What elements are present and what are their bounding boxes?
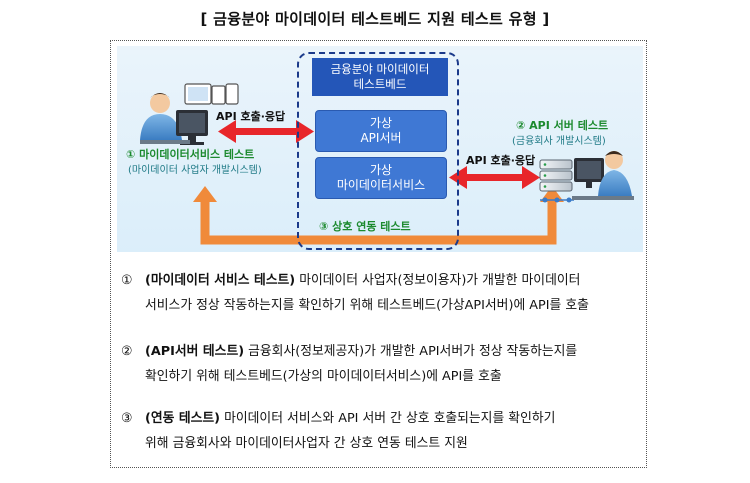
- testbed-header-line1: 금융분야 마이데이터: [330, 62, 430, 76]
- virtual-api-server-line2: API서버: [360, 131, 402, 145]
- description-text: 확인하기 위해 테스트베드(가상의 마이데이터서비스)에 API를 호출: [145, 369, 502, 384]
- api-server-test-label: ② API 서버 테스트: [516, 119, 609, 132]
- virtual-mydata-service-line1: 가상: [369, 163, 393, 177]
- interop-test-label: ③ 상호 연동 테스트: [319, 220, 411, 233]
- description-item-2: ② (API서버 테스트) 금융회사(정보제공자)가 개발한 API서버가 정상…: [121, 339, 636, 389]
- service-test-sublabel: (마이데이터 사업자 개발시스템): [128, 165, 262, 176]
- developer-right-icon: [572, 151, 634, 200]
- testbed-zone: [297, 52, 459, 250]
- description-title: (연동 테스트): [145, 411, 221, 426]
- left-api-arrow: [218, 120, 314, 143]
- description-text: 마이데이터 사업자(정보이용자)가 개발한 마이데이터: [299, 273, 581, 288]
- description-text: 금융회사(정보제공자)가 개발한 API서버가 정상 작동하는지를: [248, 344, 578, 359]
- description-text: 위해 금융회사와 마이데이터사업자 간 상호 연동 테스트 지원: [145, 436, 468, 451]
- description-text: 마이데이터 서비스와 API 서버 간 상호 호출되는지를 확인하기: [224, 411, 556, 426]
- left-api-call-label: API 호출·응답: [216, 110, 286, 123]
- testbed-header-line2: 테스트베드: [353, 77, 407, 91]
- description-number: ②: [121, 344, 133, 359]
- right-api-call-label: API 호출·응답: [466, 154, 536, 167]
- virtual-api-server-box: 가상 API서버: [315, 110, 447, 152]
- description-title: (API서버 테스트): [145, 344, 245, 359]
- description-item-1: ① (마이데이터 서비스 테스트) 마이데이터 사업자(정보이용자)가 개발한 …: [121, 268, 636, 318]
- description-number: ①: [121, 273, 133, 288]
- server-icon: [539, 159, 574, 203]
- virtual-mydata-service-line2: 마이데이터서비스: [336, 178, 426, 192]
- testbed-header-box: 금융분야 마이데이터 테스트베드: [312, 58, 448, 96]
- content-frame: [110, 40, 647, 468]
- service-test-label: ① 마이데이터서비스 테스트: [126, 148, 255, 161]
- description-number: ③: [121, 411, 133, 426]
- developer-left-icon: [140, 93, 208, 145]
- right-api-arrow: [449, 166, 540, 189]
- description-title: (마이데이터 서비스 테스트): [145, 273, 296, 288]
- devices-icon: [184, 83, 239, 105]
- virtual-mydata-service-box: 가상 마이데이터서비스: [315, 157, 447, 199]
- virtual-api-server-line1: 가상: [369, 116, 393, 130]
- description-item-3: ③ (연동 테스트) 마이데이터 서비스와 API 서버 간 상호 호출되는지를…: [121, 406, 636, 456]
- description-text: 서비스가 정상 작동하는지를 확인하기 위해 테스트베드(가상API서버)에 A…: [145, 298, 589, 313]
- api-server-test-sublabel: (금융회사 개발시스템): [512, 136, 606, 147]
- page-title: [ 금융분야 마이데이터 테스트베드 지원 테스트 유형 ]: [200, 10, 550, 28]
